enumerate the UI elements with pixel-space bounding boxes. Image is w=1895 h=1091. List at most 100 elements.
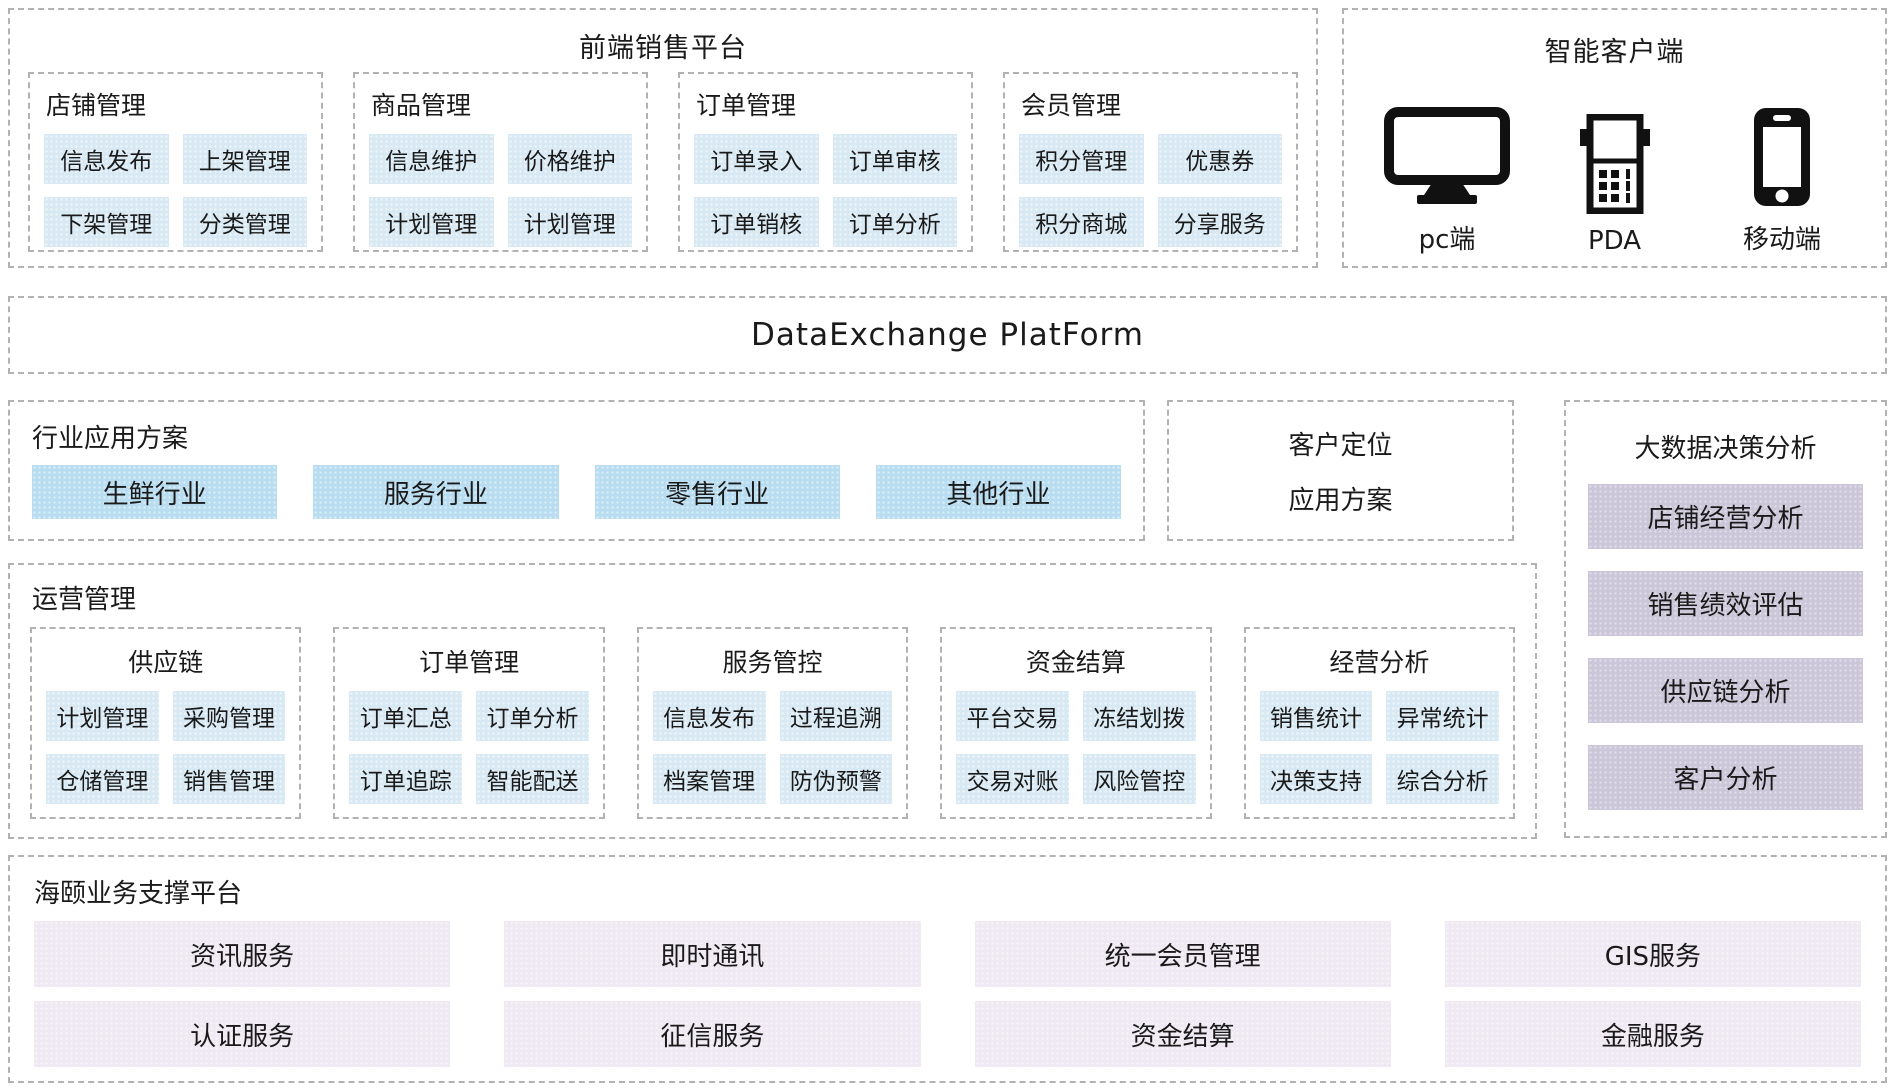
group-title: 资金结算 [1025,648,1126,677]
operations-management-section: 运营管理 供应链 计划管理 采购管理 仓储管理 销售管理 订单管理 订单汇总 订… [8,563,1537,839]
group-product-management: 商品管理 信息维护 价格维护 计划管理 计划管理 [353,72,648,252]
feature-chip: 计划管理 [507,197,632,247]
pda-icon [1579,112,1651,214]
analysis-chip: 供应链分析 [1588,658,1863,723]
feature-chip: 防伪预警 [779,754,893,804]
device-mobile: 移动端 [1707,96,1857,256]
feature-chip: 信息发布 [44,134,169,184]
feature-chip: 采购管理 [172,691,286,741]
operations-title: 运营管理 [32,585,137,615]
smartphone-icon [1750,105,1814,207]
smart-client-title: 智能客户端 [1544,37,1685,68]
group-title: 订单管理 [419,648,520,677]
feature-chip: 订单分析 [832,197,957,247]
support-service-box: 资金结算 [974,1001,1391,1067]
analysis-chip: 销售绩效评估 [1588,571,1863,636]
feature-chip: 下架管理 [44,197,169,247]
feature-chip: 订单销核 [694,197,819,247]
feature-chip: 订单追踪 [349,754,463,804]
big-data-analysis-title: 大数据决策分析 [1634,434,1817,464]
feature-chip: 冻结划拨 [1082,691,1196,741]
customer-positioning-line2: 应用方案 [1288,485,1393,516]
feature-chip: 销售管理 [172,754,286,804]
feature-chip: 订单审核 [832,134,957,184]
support-service-box: 统一会员管理 [974,921,1391,987]
feature-chip: 订单录入 [694,134,819,184]
support-platform-title: 海颐业务支撑平台 [34,879,243,909]
chip-grid: 信息发布 过程追溯 档案管理 防伪预警 [652,691,893,804]
smart-client-section: 智能客户端 pc端 [1342,8,1887,268]
group-fund-settlement: 资金结算 平台交易 冻结划拨 交易对账 风险管控 [940,627,1212,819]
feature-chip: 信息发布 [652,691,766,741]
feature-chip: 积分商城 [1019,197,1144,247]
frontend-groups: 店铺管理 信息发布 上架管理 下架管理 分类管理 商品管理 信息维护 价格维护 … [28,72,1298,252]
industry-box: 生鲜行业 [32,465,278,519]
analysis-chip-list: 店铺经营分析 销售绩效评估 供应链分析 客户分析 [1588,484,1863,810]
group-shop-management: 店铺管理 信息发布 上架管理 下架管理 分类管理 [28,72,323,252]
analysis-chip: 客户分析 [1588,745,1863,810]
feature-chip: 信息维护 [369,134,494,184]
feature-chip: 计划管理 [46,691,159,741]
group-business-analysis: 经营分析 销售统计 异常统计 决策支持 综合分析 [1243,627,1516,819]
device-label: 移动端 [1742,225,1821,255]
chip-grid: 订单汇总 订单分析 订单追踪 智能配送 [349,691,589,804]
industry-box: 服务行业 [313,465,559,519]
group-ops-order-management: 订单管理 订单汇总 订单分析 订单追踪 智能配送 [333,627,605,819]
support-service-box: 金融服务 [1444,1001,1861,1067]
chip-grid: 信息维护 价格维护 计划管理 计划管理 [369,134,632,247]
chip-grid: 信息发布 上架管理 下架管理 分类管理 [44,134,307,247]
feature-chip: 过程追溯 [779,691,893,741]
data-exchange-title: DataExchange PlatForm [751,317,1144,353]
feature-chip: 综合分析 [1386,754,1500,804]
group-member-management: 会员管理 积分管理 优惠券 积分商城 分享服务 [1003,72,1298,252]
feature-chip: 积分管理 [1019,134,1144,184]
support-service-box: 认证服务 [34,1001,451,1067]
industry-solutions-section: 行业应用方案 生鲜行业 服务行业 零售行业 其他行业 [8,400,1145,541]
device-pc: pc端 [1372,96,1522,256]
feature-chip: 上架管理 [182,134,307,184]
chip-grid: 平台交易 冻结划拨 交易对账 风险管控 [956,691,1196,804]
chip-grid: 积分管理 优惠券 积分商城 分享服务 [1019,134,1282,247]
chip-grid: 销售统计 异常统计 决策支持 综合分析 [1259,691,1500,804]
feature-chip: 交易对账 [956,754,1069,804]
data-exchange-platform-section: DataExchange PlatForm [8,296,1887,374]
industry-box: 其他行业 [875,465,1121,519]
group-title: 订单管理 [696,91,797,120]
device-row: pc端 [1372,96,1857,256]
support-platform-section: 海颐业务支撑平台 资讯服务 即时通讯 统一会员管理 GIS服务 认证服务 征信服… [8,855,1887,1083]
feature-chip: 分享服务 [1157,197,1282,247]
feature-chip: 仓储管理 [46,754,159,804]
industry-box: 零售行业 [594,465,840,519]
group-title: 商品管理 [371,91,472,120]
group-title: 服务管控 [722,648,823,677]
support-service-box: 征信服务 [504,1001,921,1067]
device-pda: PDA [1540,96,1690,256]
support-service-box: 即时通讯 [504,921,921,987]
support-service-box: GIS服务 [1444,921,1861,987]
feature-chip: 风险管控 [1082,754,1196,804]
big-data-analysis-section: 大数据决策分析 店铺经营分析 销售绩效评估 供应链分析 客户分析 [1564,400,1887,838]
industry-solutions-title: 行业应用方案 [32,424,189,454]
feature-chip: 订单分析 [476,691,589,741]
feature-chip: 智能配送 [476,754,589,804]
feature-chip: 销售统计 [1259,691,1373,741]
frontend-platform-title: 前端销售平台 [579,33,747,64]
group-title: 供应链 [128,648,204,677]
device-label: pc端 [1418,225,1476,255]
analysis-chip: 店铺经营分析 [1588,484,1863,549]
feature-chip: 平台交易 [956,691,1069,741]
chip-grid: 计划管理 采购管理 仓储管理 销售管理 [46,691,286,804]
feature-chip: 优惠券 [1157,134,1282,184]
desktop-monitor-icon [1384,105,1510,207]
group-title: 会员管理 [1021,91,1122,120]
group-supply-chain: 供应链 计划管理 采购管理 仓储管理 销售管理 [30,627,302,819]
industry-box-row: 生鲜行业 服务行业 零售行业 其他行业 [32,465,1121,519]
feature-chip: 档案管理 [652,754,766,804]
customer-positioning-section: 客户定位 应用方案 [1167,400,1514,541]
chip-grid: 订单录入 订单审核 订单销核 订单分析 [694,134,957,247]
group-order-management: 订单管理 订单录入 订单审核 订单销核 订单分析 [678,72,973,252]
support-service-grid: 资讯服务 即时通讯 统一会员管理 GIS服务 认证服务 征信服务 资金结算 金融… [34,921,1861,1067]
customer-positioning-line1: 客户定位 [1288,430,1393,461]
feature-chip: 异常统计 [1386,691,1500,741]
